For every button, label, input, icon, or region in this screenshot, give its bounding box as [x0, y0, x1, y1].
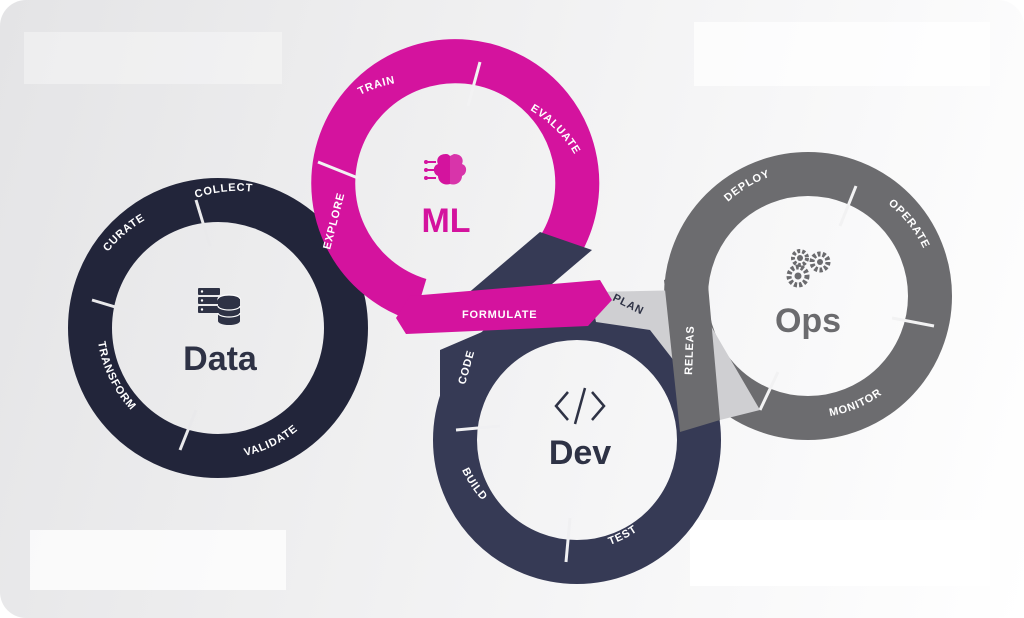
data-ring-separator [194, 199, 212, 247]
ops-ring-separator [891, 316, 935, 328]
brain-circuit-icon [424, 154, 467, 185]
ops-ring-separator [838, 185, 858, 227]
database-server-icon [198, 288, 241, 325]
data-ring-separator [178, 409, 198, 451]
dev-ring-separator [455, 424, 501, 432]
top-right-panel [694, 22, 990, 86]
dev-ring-separator [564, 517, 572, 563]
formulate-band [396, 280, 612, 334]
hub-title-ops: Ops [775, 302, 841, 340]
ml-hub: ML [421, 154, 471, 240]
top-left-panel [24, 32, 282, 84]
bottom-right-panel [690, 520, 990, 586]
gears-icon [786, 249, 831, 288]
data-ring [68, 178, 368, 478]
ml-ring-separator [317, 160, 359, 180]
data-hub: Data [183, 288, 258, 378]
hub-title-ml: ML [421, 202, 470, 240]
code-brackets-icon [554, 387, 606, 425]
hub-title-data: Data [183, 340, 258, 378]
ops-hub: Ops [775, 249, 841, 340]
data-ring-separator [91, 298, 133, 314]
stage-formulate[interactable]: FORMULATE [462, 309, 537, 321]
ml-cycle: TRAIN EVALUATE EXPLORE [311, 39, 600, 322]
ops-ring-separator [758, 371, 780, 411]
dev-hub: Dev [549, 387, 611, 472]
release-segment [664, 262, 720, 432]
bottom-left-panel [30, 530, 286, 590]
hub-title-dev: Dev [549, 434, 611, 472]
code-segment [440, 332, 482, 400]
ml-ring [311, 39, 600, 322]
ml-ring-separator [466, 61, 482, 107]
data-cycle: COLLECT CURATE TRANSFORM VALIDATE [68, 178, 368, 478]
